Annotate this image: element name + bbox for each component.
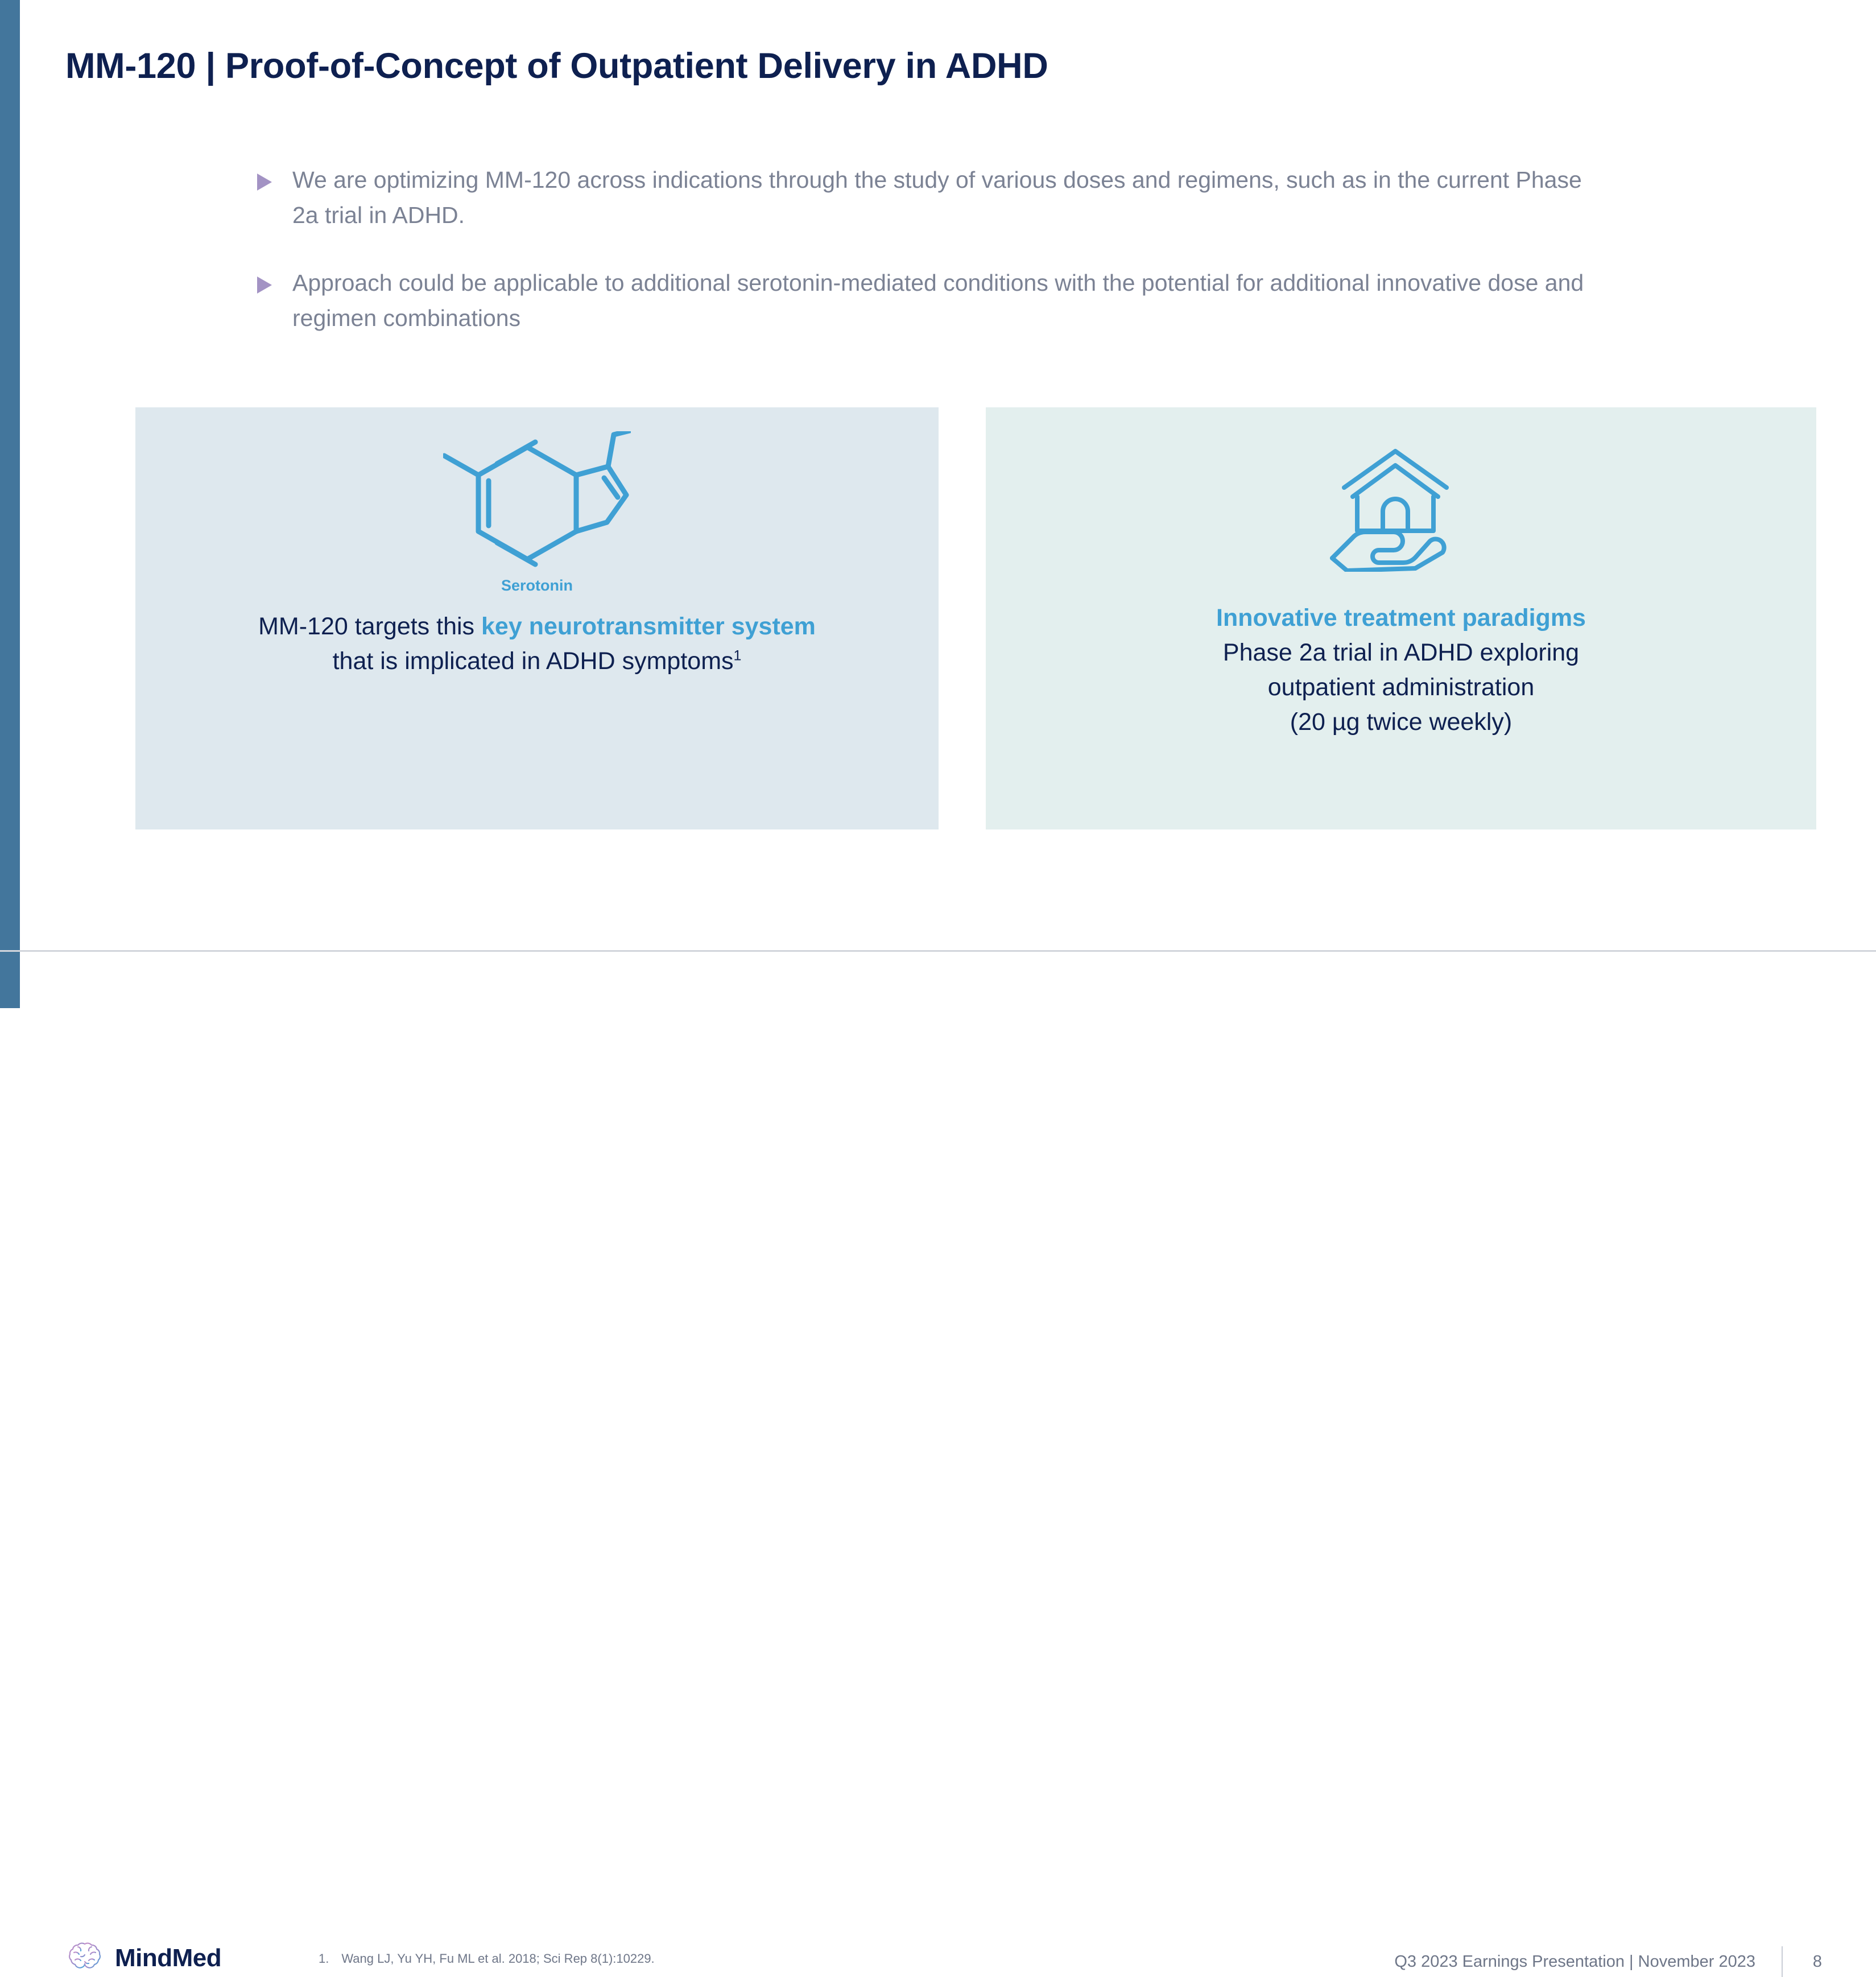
- brand-name: MindMed: [115, 1943, 222, 1972]
- card-right-line-1: Phase 2a trial in ADHD exploring: [1222, 639, 1580, 667]
- house-in-hand-icon: [1330, 444, 1472, 575]
- footer-separator: [1782, 1946, 1783, 1977]
- footer-right: Q3 2023 Earnings Presentation | November…: [1364, 1946, 1876, 1977]
- card-right-line-3: (20 µg twice weekly): [1290, 708, 1513, 736]
- footnote-citation: 1. Wang LJ, Yu YH, Fu ML et al. 2018; Sci…: [319, 1951, 655, 1966]
- list-item: We are optimizing MM-120 across indicati…: [257, 162, 1622, 233]
- bullet-text: We are optimizing MM-120 across indicati…: [292, 167, 1582, 229]
- molecule-label: Serotonin: [501, 577, 573, 594]
- page-number: 8: [1812, 1952, 1823, 1971]
- bullet-list: We are optimizing MM-120 across indicati…: [257, 162, 1622, 368]
- serotonin-molecule-icon: [443, 431, 631, 573]
- card-outpatient: Innovative treatment paradigms Phase 2a …: [986, 407, 1816, 829]
- mindmed-brain-logo-icon: [67, 1939, 102, 1977]
- footnote-marker: 1: [733, 647, 742, 664]
- page-title: MM-120 | Proof-of-Concept of Outpatient …: [65, 46, 1048, 86]
- footer-divider: [0, 950, 1876, 952]
- left-accent-bar: [0, 0, 20, 1008]
- card-right-heading: Innovative treatment paradigms: [1216, 604, 1586, 632]
- card-left-tail: that is implicated in ADHD symptoms: [332, 647, 734, 675]
- card-left-text: MM-120 targets this key neurotransmitter…: [235, 609, 838, 679]
- footer: MindMed 1. Wang LJ, Yu YH, Fu ML et al. 2…: [0, 952, 1876, 1977]
- card-right-text: Innovative treatment paradigms Phase 2a …: [1193, 601, 1609, 740]
- brand: MindMed: [67, 1939, 222, 1977]
- triangle-bullet-icon: [257, 276, 272, 294]
- triangle-bullet-icon: [257, 174, 272, 191]
- card-right-line-2: outpatient administration: [1267, 674, 1535, 701]
- deck-label: Q3 2023 Earnings Presentation | November…: [1394, 1952, 1755, 1971]
- card-serotonin: Serotonin MM-120 targets this key neurot…: [135, 407, 939, 829]
- card-left-lead: MM-120 targets this: [258, 613, 481, 640]
- footnote-text: Wang LJ, Yu YH, Fu ML et al. 2018; Sci R…: [341, 1951, 655, 1966]
- list-item: Approach could be applicable to addition…: [257, 265, 1622, 336]
- footnote-number: 1.: [319, 1951, 329, 1966]
- card-left-highlight: key neurotransmitter system: [481, 613, 816, 640]
- bullet-text: Approach could be applicable to addition…: [292, 269, 1584, 331]
